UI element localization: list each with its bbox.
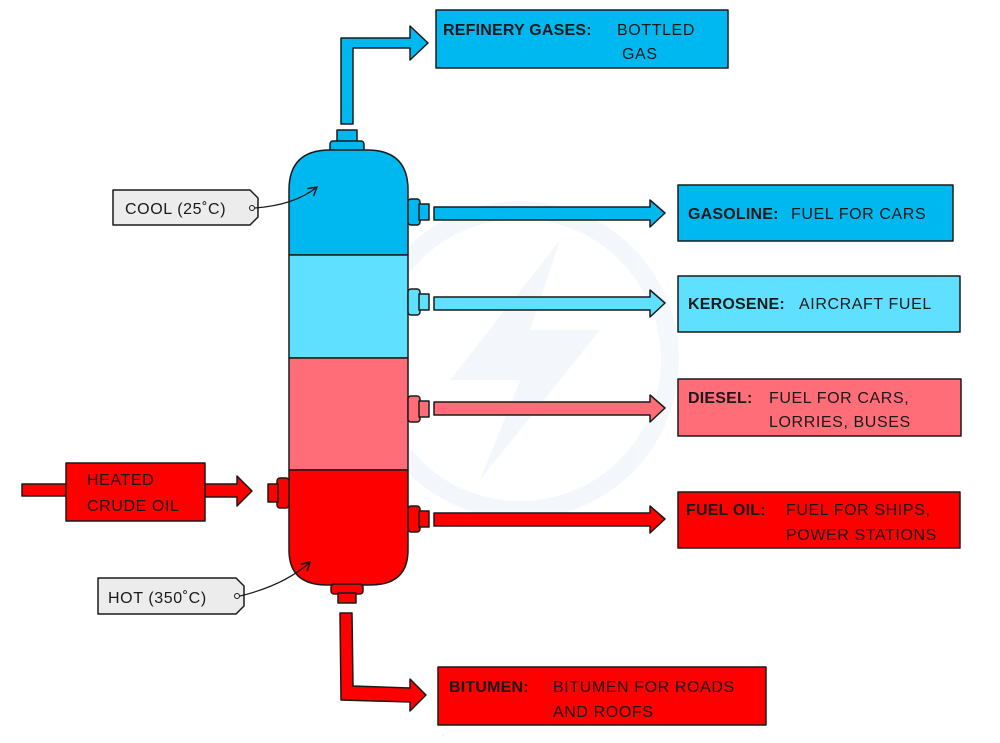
section-diesel (288, 357, 409, 471)
arrow-fuel-oil (433, 505, 666, 534)
kerosene-label: KEROSENE: (688, 296, 785, 313)
bottom-nozzle (337, 592, 357, 604)
bitumen-use-line2: AND ROOFS (553, 704, 654, 721)
refinery-gases-use-line2: GAS (622, 46, 658, 63)
diesel-use-line1: FUEL FOR CARS, (769, 390, 909, 407)
diesel-label: DIESEL: (688, 390, 753, 407)
fractionating-column (267, 129, 430, 604)
cool-tag-label: COOL (25˚C) (125, 201, 226, 218)
box-kerosene: KEROSENE: AIRCRAFT FUEL (677, 275, 961, 333)
arrow-diesel (433, 394, 666, 423)
refinery-gases-use-line1: BOTTLED (617, 22, 695, 39)
hot-tag-label: HOT (350˚C) (108, 590, 207, 607)
section-kerosene (288, 254, 409, 359)
cool-tag: COOL (25˚C) (112, 186, 319, 226)
input-label-line1: HEATED (87, 472, 154, 489)
top-nozzle (336, 129, 358, 143)
hot-tag: HOT (350˚C) (97, 561, 312, 615)
refinery-gases-label: REFINERY GASES: (443, 22, 592, 39)
arrow-refinery-gases (340, 25, 429, 125)
side-nozzles (267, 198, 430, 533)
cool-pointer-arrow (254, 186, 319, 209)
bitumen-use-line1: BITUMEN FOR ROADS (553, 679, 735, 696)
heated-crude-oil-box: HEATED CRUDE OIL (65, 462, 206, 522)
fuel-oil-label: FUEL OIL: (686, 502, 766, 519)
box-bitumen: BITUMEN: BITUMEN FOR ROADS AND ROOFS (437, 666, 767, 726)
hot-pointer-arrow (239, 561, 312, 597)
gasoline-label: GASOLINE: (688, 206, 779, 223)
fuel-oil-use-line1: FUEL FOR SHIPS, (786, 502, 930, 519)
gasoline-use: FUEL FOR CARS (791, 206, 926, 223)
fuel-oil-use-line2: POWER STATIONS (786, 527, 937, 544)
bitumen-label: BITUMEN: (449, 679, 529, 696)
arrow-kerosene (433, 289, 666, 318)
box-refinery-gases: REFINERY GASES: BOTTLED GAS (435, 9, 729, 69)
watermark-logo (361, 201, 679, 519)
box-gasoline: GASOLINE: FUEL FOR CARS (677, 184, 954, 242)
arrow-bitumen (339, 612, 427, 712)
input-label-line2: CRUDE OIL (87, 498, 180, 515)
diesel-use-line2: LORRIES, BUSES (769, 414, 911, 431)
box-diesel: DIESEL: FUEL FOR CARS, LORRIES, BUSES (677, 378, 962, 437)
kerosene-use: AIRCRAFT FUEL (799, 296, 932, 313)
box-fuel-oil: FUEL OIL: FUEL FOR SHIPS, POWER STATIONS (677, 491, 961, 549)
arrow-gasoline (433, 199, 666, 228)
section-fuel-oil-bitumen (288, 469, 409, 586)
section-gases-gasoline (288, 149, 409, 256)
